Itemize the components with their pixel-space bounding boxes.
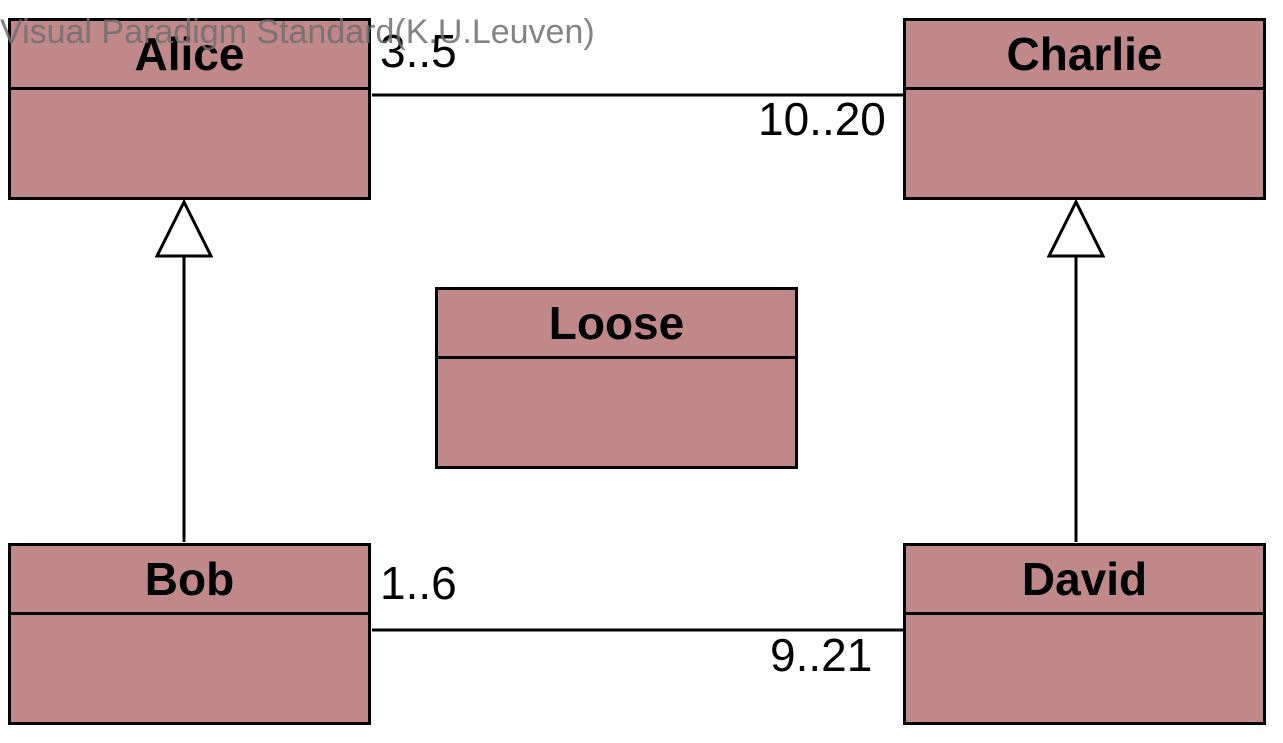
class-alice[interactable]: Alice	[8, 18, 371, 200]
class-bob[interactable]: Bob	[8, 543, 371, 725]
generalization-arrowhead-charlie	[1046, 198, 1106, 258]
class-name-alice: Alice	[11, 21, 368, 90]
multiplicity-bob-end: 1..6	[380, 557, 457, 609]
class-name-david: David	[906, 546, 1263, 615]
class-charlie[interactable]: Charlie	[903, 18, 1266, 200]
watermark-text: Visual Paradigm Standard(K.U.Leuven)	[0, 13, 595, 51]
multiplicity-david-end: 9..21	[770, 629, 873, 681]
multiplicity-charlie-end: 10..20	[758, 93, 886, 145]
class-name-charlie: Charlie	[906, 21, 1263, 90]
multiplicity-alice-end: 3..5	[380, 25, 457, 77]
generalization-arrowhead-alice	[154, 198, 214, 258]
class-loose[interactable]: Loose	[435, 287, 798, 469]
class-name-bob: Bob	[11, 546, 368, 615]
class-name-loose: Loose	[438, 290, 795, 359]
class-david[interactable]: David	[903, 543, 1266, 725]
